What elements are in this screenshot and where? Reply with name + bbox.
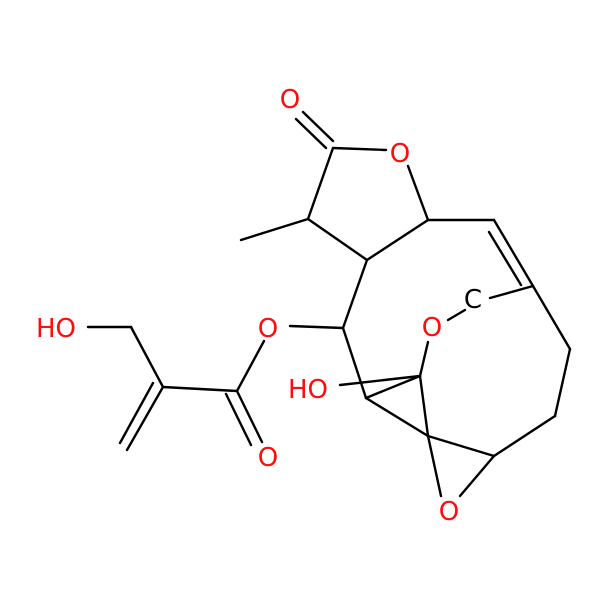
bond-c2p-ch2-a: [125, 385, 165, 452]
bond-c2-oring: [331, 146, 388, 152]
bond-c11-c12: [364, 396, 430, 438]
bond-c1p-o-carbonyl-b: [224, 392, 253, 447]
atom-c-bridge: C: [464, 285, 482, 315]
bond-c3-methyl: [239, 217, 310, 242]
bond-c2-o-top-b: [294, 117, 328, 150]
bond-c11-c14: [418, 374, 430, 438]
bond-c2p-c3p: [129, 325, 165, 389]
bond-c-c7: [488, 284, 535, 300]
bond-c6-c7-b: [487, 230, 523, 287]
atom-ho-right: HO: [288, 375, 328, 405]
bond-c1p-c2p: [161, 385, 239, 393]
bond-o-ester-c1p: [235, 339, 266, 393]
bond-oring-c4: [406, 164, 430, 222]
bond-c12-c13: [341, 326, 368, 400]
bond-c6-c7-a: [492, 218, 535, 288]
atom-o-bridge: O: [422, 313, 442, 343]
bond-c1p-o-carbonyl-a: [235, 389, 264, 444]
bond-c9-c10: [492, 414, 557, 458]
bond-c10-o-epox: [458, 454, 496, 498]
bond-c3-c5: [306, 217, 369, 262]
atom-o-carbonyl-top: O: [280, 85, 300, 115]
bond-c2-c3: [306, 146, 335, 221]
atom-o-ester-carbonyl: O: [258, 443, 278, 473]
bond-c13-c5: [341, 258, 369, 330]
bond-c14-ho: [338, 374, 422, 387]
bond-c14-c12: [364, 374, 422, 400]
atom-o-epoxide: O: [439, 497, 459, 527]
bond-c11-o-epox: [426, 434, 443, 498]
bond-c2-o-top-a: [301, 110, 335, 143]
bond-c14-o-bridge: [418, 340, 430, 378]
bond-c13-o-ester: [288, 324, 345, 330]
atom-ho-left: HO: [36, 314, 76, 344]
bond-c5-c4: [365, 218, 430, 262]
atom-o-ester: O: [258, 314, 278, 344]
bond-c8-c9: [553, 347, 572, 418]
bond-o-bridge-c: [446, 308, 467, 322]
bond-c10-c11: [426, 434, 496, 458]
bond-c2p-ch2-b: [118, 381, 155, 445]
atom-o-lactone-ring: O: [390, 139, 410, 169]
bond-c7-c8: [531, 284, 572, 351]
